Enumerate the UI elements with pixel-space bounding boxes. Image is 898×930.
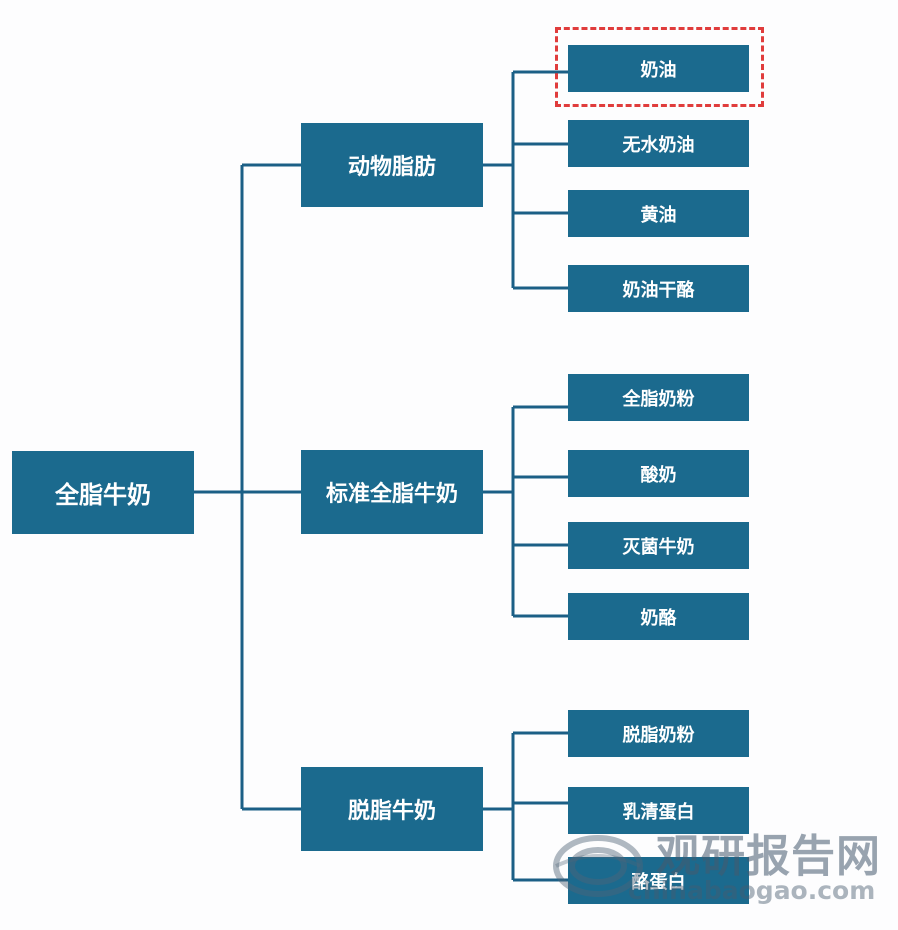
leaf-node-anhydrous-butter: 无水奶油 xyxy=(568,120,749,167)
leaf-node-whey-protein: 乳清蛋白 xyxy=(568,787,749,834)
category-node-standard-whole-milk: 标准全脂牛奶 xyxy=(301,450,483,534)
leaf-node-whole-milk-powder: 全脂奶粉 xyxy=(568,374,749,421)
leaf-node-butter: 黄油 xyxy=(568,190,749,237)
leaf-node-sterilized-milk: 灭菌牛奶 xyxy=(568,522,749,569)
leaf-node-casein: 酪蛋白 xyxy=(568,857,749,904)
leaf-node-cheese: 奶酪 xyxy=(568,593,749,640)
highlight-dashed-box xyxy=(555,27,764,107)
category-node-skim-milk: 脱脂牛奶 xyxy=(301,767,483,851)
category-node-animal-fat: 动物脂肪 xyxy=(301,123,483,207)
leaf-node-yogurt: 酸奶 xyxy=(568,450,749,497)
leaf-node-cream-cheese: 奶油干酪 xyxy=(568,265,749,312)
leaf-node-skim-milk-powder: 脱脂奶粉 xyxy=(568,710,749,757)
root-node: 全脂牛奶 xyxy=(12,451,194,534)
leaf-node-cream: 奶油 xyxy=(568,45,749,92)
